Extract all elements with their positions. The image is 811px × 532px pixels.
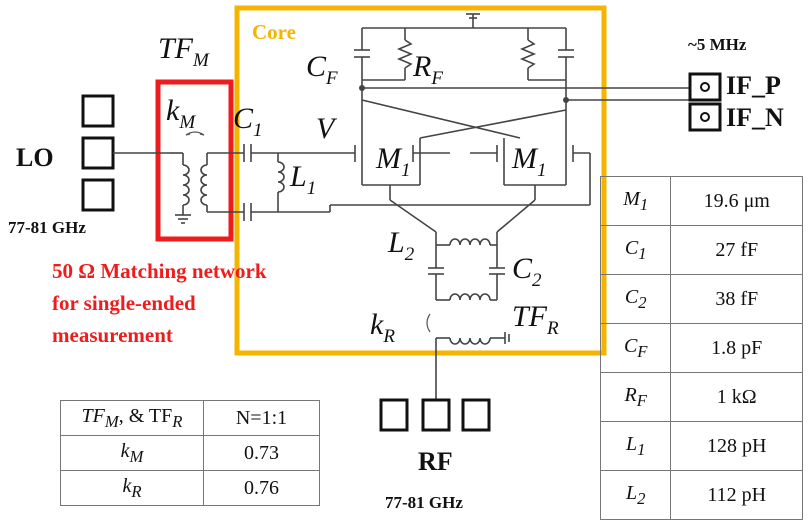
tf-r-transformer	[426, 293, 510, 400]
if-pads	[688, 72, 722, 132]
rf-resistor-label: RF	[412, 50, 443, 89]
tf-m-transformer	[170, 131, 244, 224]
param-value: 1 kΩ	[670, 372, 803, 422]
tf-m-label: TFM	[158, 32, 210, 71]
km-value: 0.73	[203, 435, 320, 471]
kr-name: kR	[60, 470, 204, 506]
km-name: kM	[60, 435, 204, 471]
param-name: L1	[599, 421, 672, 471]
lo-label: LO	[16, 143, 54, 172]
param-name: RF	[599, 372, 672, 422]
if-n-label: IF_N	[726, 103, 784, 132]
table-row: kR 0.76	[60, 470, 320, 506]
param-name: C2	[599, 274, 672, 324]
rf-pads	[379, 398, 491, 432]
param-name: L2	[599, 470, 672, 520]
c1-capacitors	[243, 144, 355, 221]
param-value: 128 pH	[670, 421, 803, 471]
tf-header-name: TFM, & TFR	[60, 400, 204, 436]
k-r-label: kR	[370, 308, 395, 347]
cf-label: CF	[306, 50, 338, 89]
transistor-m1-left	[354, 120, 450, 186]
param-name: M1	[599, 176, 672, 226]
l2-label: L2	[387, 226, 415, 265]
param-value: 112 pH	[670, 470, 803, 520]
lo-pads	[81, 94, 115, 212]
param-value: 1.8 pF	[670, 323, 803, 373]
feedback-network	[354, 13, 690, 139]
if-p-label: IF_P	[726, 71, 781, 100]
matching-label-line3: measurement	[52, 323, 173, 347]
core-label: Core	[252, 20, 296, 44]
param-value: 19.6 μm	[670, 176, 803, 226]
param-name: C1	[599, 225, 672, 275]
l1-inductor	[277, 153, 285, 212]
table-row: kM 0.73	[60, 435, 320, 471]
lo-freq-label: 77-81 GHz	[8, 218, 86, 237]
matching-box	[155, 79, 234, 242]
m1-right-label: M1	[511, 142, 547, 181]
c2-label: C2	[512, 252, 542, 291]
c1-label: C1	[233, 102, 263, 141]
k-m-label: kM	[166, 94, 196, 133]
param-name: CF	[599, 323, 672, 373]
param-value: 38 fF	[670, 274, 803, 324]
rf-port-label: RF	[418, 447, 453, 476]
m1-left-label: M1	[375, 142, 411, 181]
source-network	[329, 185, 590, 300]
param-value: 27 fF	[670, 225, 803, 275]
table-row: TFM, & TFR N=1:1	[60, 400, 320, 436]
tf-header-value: N=1:1	[203, 400, 320, 436]
rf-freq-label: 77-81 GHz	[385, 493, 463, 512]
matching-label-line2: for single-ended	[52, 291, 196, 315]
if-freq-label: ~5 MHz	[688, 35, 747, 54]
tf-r-label: TFR	[512, 300, 559, 339]
v-label: V	[316, 112, 338, 145]
matching-label-line1: 50 Ω Matching network	[52, 259, 267, 283]
kr-value: 0.76	[203, 470, 320, 506]
l1-label: L1	[289, 160, 316, 199]
transformer-coupling-table: TFM, & TFR N=1:1 kM 0.73 kR 0.76	[60, 400, 320, 506]
